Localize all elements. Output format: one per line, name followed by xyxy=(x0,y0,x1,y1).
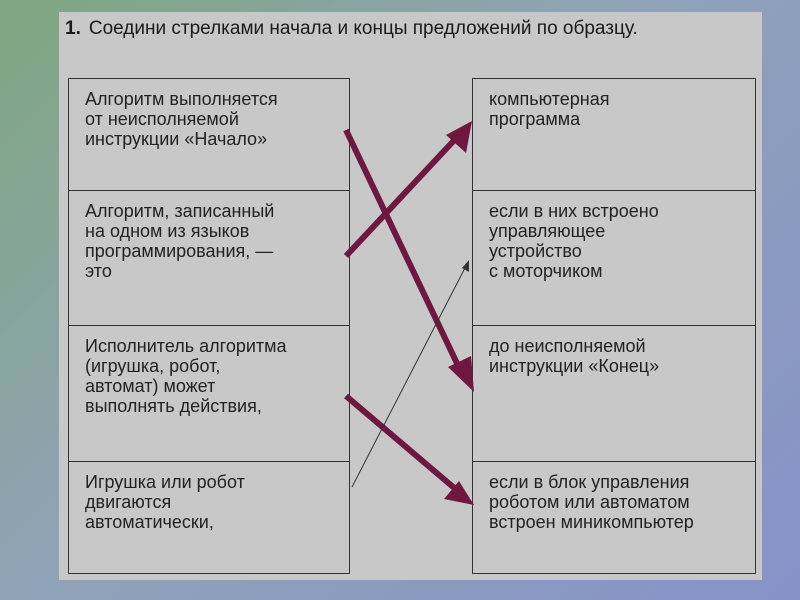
ending-cell-4[interactable]: если в блок управления роботом или автом… xyxy=(473,462,755,574)
beginning-cell-4[interactable]: Игрушка или робот двигаются автоматическ… xyxy=(69,462,349,574)
sentence-endings-column: компьютерная программа если в них встрое… xyxy=(472,78,756,574)
ending-cell-2[interactable]: если в них встроено управляющее устройст… xyxy=(473,191,755,326)
exercise-card: 1. Соедини стрелками начала и концы предл… xyxy=(59,12,762,580)
beginning-cell-1[interactable]: Алгоритм выполняется от неисполняемой ин… xyxy=(69,79,349,191)
task-number: 1. xyxy=(65,18,81,39)
task-title: 1. Соедини стрелками начала и концы предл… xyxy=(65,18,638,40)
beginning-cell-2[interactable]: Алгоритм, записанный на одном из языков … xyxy=(69,191,349,326)
task-text: Соедини стрелками начала и концы предлож… xyxy=(88,18,638,39)
ending-cell-1[interactable]: компьютерная программа xyxy=(473,79,755,191)
sentence-beginnings-column: Алгоритм выполняется от неисполняемой ин… xyxy=(68,78,350,574)
beginning-cell-3[interactable]: Исполнитель алгоритма (игрушка, робот, а… xyxy=(69,326,349,462)
ending-cell-3[interactable]: до неисполняемой инструкции «Конец» xyxy=(473,326,755,462)
